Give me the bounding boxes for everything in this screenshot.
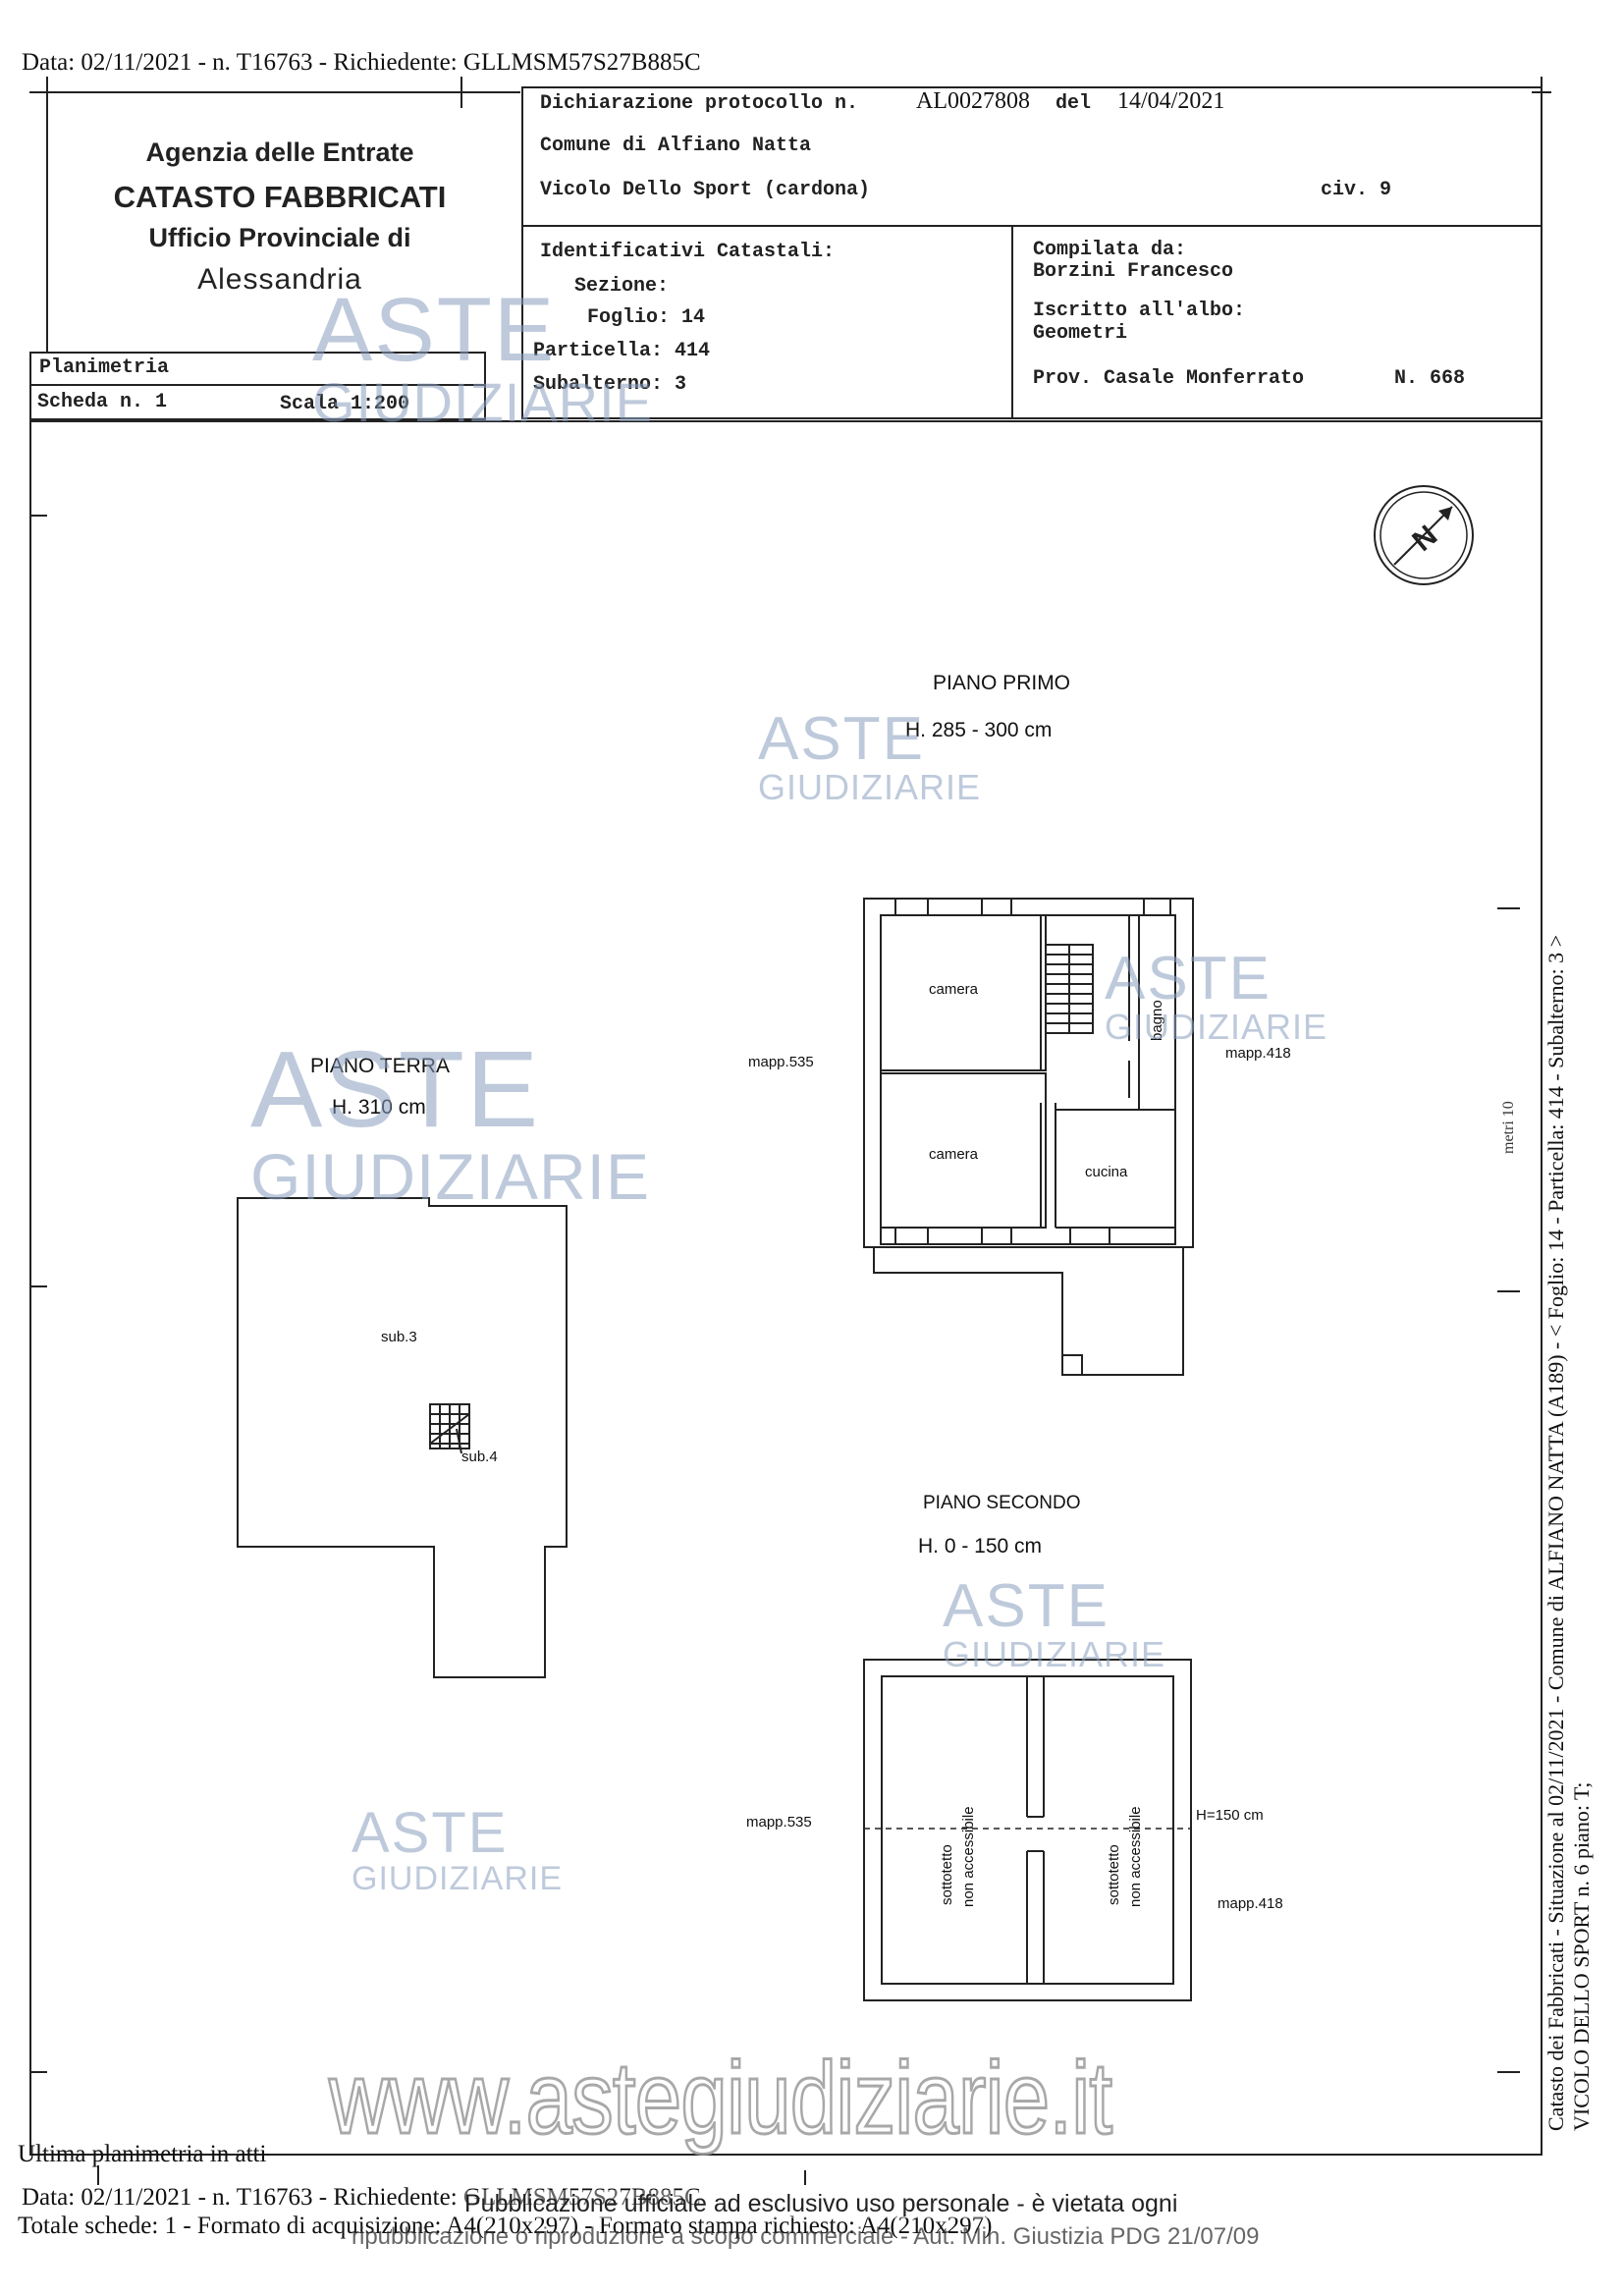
room-sub3: sub.3 [381,1329,417,1345]
non-accessibile-left: non accessibile [960,1806,977,1907]
watermark-notice-1: Pubblicazione ufficiale ad esclusivo uso… [464,2190,1178,2218]
primo-outer-wall [863,898,1194,1248]
room-camera-2: camera [929,1146,979,1163]
planimetria-divider [29,384,486,386]
identifiers-title: Identificativi Catastali: [540,241,836,263]
protocol-date: 14/04/2021 [1117,88,1225,114]
drawing-frame [29,420,1543,2156]
mapp-secondo-right: mapp.418 [1218,1895,1283,1912]
watermark-notice-2: ripubblicazione o riproduzione a scopo c… [352,2223,1260,2250]
sottotetto-right: sottotetto [1106,1844,1122,1905]
terra-outline [237,1197,568,1678]
register-number: N. 668 [1394,367,1466,390]
office-city: Alessandria [197,263,362,296]
piano-terra-height: H. 310 cm [332,1096,426,1119]
side-situation-text: Catasto dei Fabbricati - Situazione al 0… [1543,934,1568,2131]
office-label: Ufficio Provinciale di [148,223,411,252]
footer-request-line: Data: 02/11/2021 - n. T16763 - Richieden… [22,2184,701,2211]
watermark-aste-4: ASTE GIUDIZIARIE [250,1029,651,1213]
non-accessibile-right: non accessibile [1127,1806,1144,1907]
piano-secondo-height: H. 0 - 150 cm [918,1535,1043,1558]
watermark-aste-6: ASTE GIUDIZIARIE [352,1801,564,1897]
side-address-text: VICOLO DELLO SPORT n. 6 piano: T; [1569,1781,1594,2131]
side-scale-text: metri 10 [1500,1101,1517,1154]
protocol-number: AL0027808 [916,88,1030,114]
watermark-aste-3: ASTE GIUDIZIARIE [1105,945,1328,1047]
date-label: del [1056,92,1092,115]
catasto-title: CATASTO FABBRICATI [113,180,447,214]
planimetria-title: Planimetria [39,356,170,379]
watermark-website: www.astegiudiziarie.it [328,2041,1113,2158]
albo-value: Geometri [1033,322,1128,345]
height-150-label: H=150 cm [1196,1807,1264,1824]
agency-name: Agenzia delle Entrate [145,137,414,167]
sottotetto-left: sottotetto [939,1844,955,1905]
civic-number: civ. 9 [1321,179,1392,201]
secondo-outline [863,1659,1192,2001]
planimetria-box [29,352,486,420]
compass-north-icon: N [1374,485,1474,585]
protocol-label: Dichiarazione protocollo n. [540,92,859,115]
mapp-primo-left: mapp.535 [748,1054,814,1070]
albo-label: Iscritto all'albo: [1033,300,1246,322]
scale: Scala 1:200 [280,393,410,415]
piano-terra-title: PIANO TERRA [310,1055,450,1077]
mapp-primo-right: mapp.418 [1225,1045,1291,1062]
identifiers-divider [1011,225,1013,419]
header-request-line: Data: 02/11/2021 - n. T16763 - Richieden… [22,49,701,76]
footer-schede-line: Totale schede: 1 - Formato di acquisizio… [18,2213,993,2239]
compilata-title: Compilata da: [1033,239,1187,261]
scheda-number: Scheda n. 1 [37,391,168,413]
piano-primo-title: PIANO PRIMO [933,672,1071,694]
province: Prov. Casale Monferrato [1033,367,1305,390]
identifiers-box [521,225,1543,419]
piano-secondo-title: PIANO SECONDO [923,1493,1081,1513]
watermark-aste-2: ASTE GIUDIZIARIE [758,705,982,807]
watermark-aste-5: ASTE GIUDIZIARIE [943,1572,1166,1674]
sezione: Sezione: [574,275,670,298]
room-cucina: cucina [1085,1164,1128,1180]
particella: Particella: 414 [533,340,711,362]
footer-ultima: Ultima planimetria in atti [18,2141,267,2167]
comune: Comune di Alfiano Natta [540,135,812,157]
subalterno: Subalterno: 3 [533,373,687,396]
address: Vicolo Dello Sport (cardona) [540,179,871,201]
room-sub4: sub.4 [461,1449,498,1465]
compilata-name: Borzini Francesco [1033,260,1234,283]
watermark-aste-1: ASTE GIUDIZIARIE [312,280,654,433]
camera-2-room [880,1072,1047,1229]
foglio: Foglio: 14 [587,306,706,329]
mapp-secondo-left: mapp.535 [746,1814,812,1831]
room-camera-1: camera [929,981,979,998]
piano-primo-height: H. 285 - 300 cm [905,719,1053,741]
